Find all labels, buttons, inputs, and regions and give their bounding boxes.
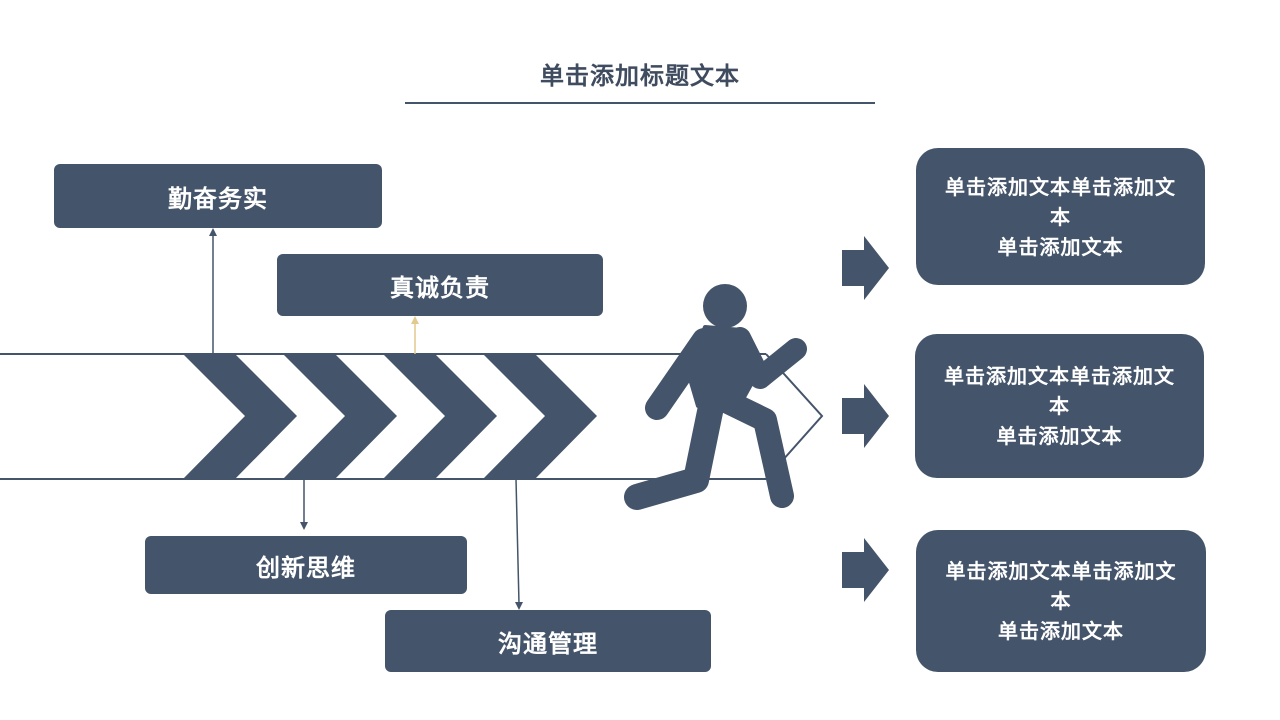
- title-underline: [405, 102, 875, 104]
- label-box-top-1: 勤奋务实: [54, 164, 382, 228]
- text-line: 单击添加文本: [998, 619, 1124, 643]
- page-title: 单击添加标题文本: [540, 62, 740, 90]
- text-line: 单击添加文本: [996, 424, 1123, 448]
- text-box-3: 单击添加文本单击添加文本 单击添加文本: [916, 530, 1206, 672]
- text-line: 单击添加文本单击添加文本: [944, 364, 1175, 418]
- running-person-icon: [624, 284, 807, 510]
- label-text: 勤奋务实: [168, 184, 268, 213]
- label-box-top-2: 真诚负责: [277, 254, 603, 316]
- chevron-1: [183, 354, 297, 479]
- right-arrows: [842, 236, 889, 602]
- text-line: 单击添加文本单击添加文本: [945, 559, 1177, 613]
- chevron-arrows: [183, 354, 597, 479]
- label-box-bottom-2: 沟通管理: [385, 610, 711, 672]
- arrow-right-icon: [842, 236, 889, 300]
- arrow-right-icon: [842, 384, 889, 448]
- label-text: 沟通管理: [498, 629, 598, 658]
- label-text: 真诚负责: [390, 273, 490, 302]
- label-box-bottom-1: 创新思维: [145, 536, 467, 594]
- label-text: 创新思维: [256, 553, 356, 582]
- text-box-1: 单击添加文本单击添加文本 单击添加文本: [916, 148, 1205, 285]
- chevron-2: [283, 354, 397, 479]
- text-line: 单击添加文本: [997, 234, 1124, 259]
- connector-lines: [209, 228, 523, 610]
- chevron-4: [483, 354, 597, 479]
- arrow-right-icon: [842, 538, 889, 602]
- text-box-2: 单击添加文本单击添加文本 单击添加文本: [915, 334, 1204, 478]
- text-line: 单击添加文本单击添加文本: [945, 174, 1176, 229]
- chevron-3: [383, 354, 497, 479]
